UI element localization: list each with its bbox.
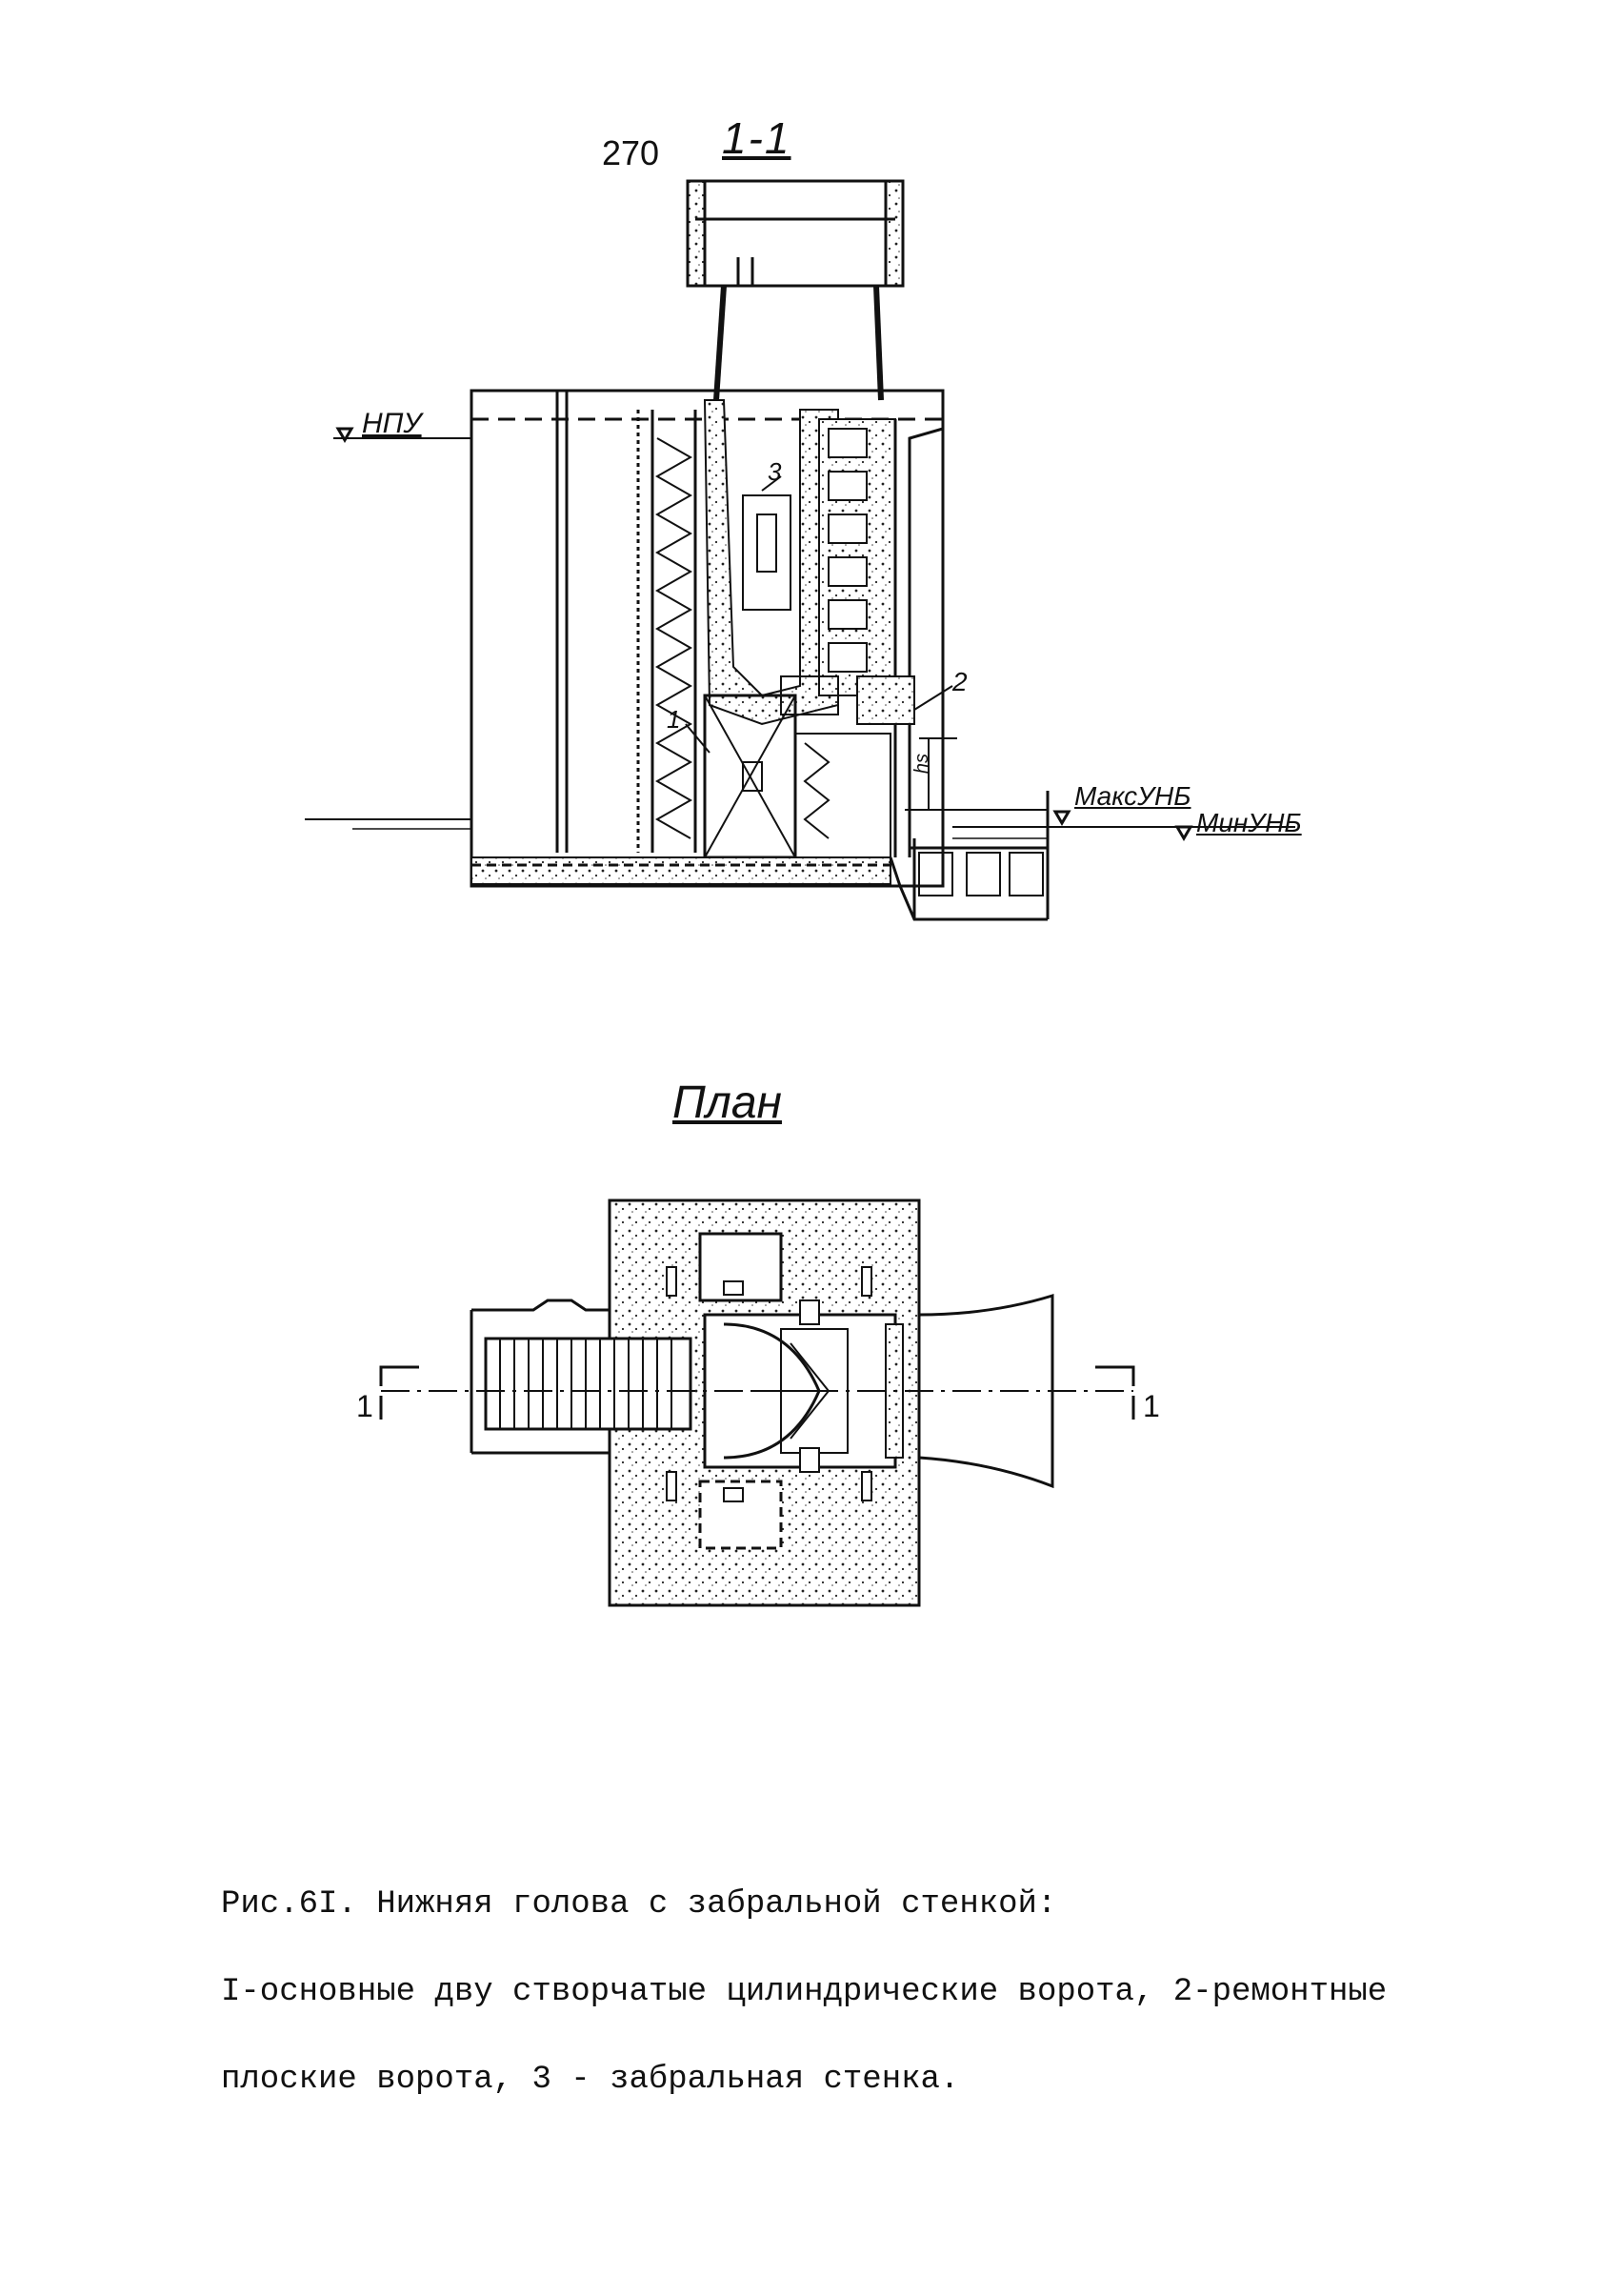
- caption-line-2: I-основные дву створчатые цилиндрические…: [221, 1974, 1388, 2010]
- gate-house: [693, 179, 897, 288]
- caption-line-3: плоские ворота, 3 - забральная стенка.: [221, 2062, 960, 2098]
- callout-three: 3: [768, 457, 782, 486]
- min-lower-level-label: МинУНБ: [1196, 808, 1302, 837]
- lock-head-section: [470, 389, 945, 888]
- max-lower-level-label: МаксУНБ: [1074, 781, 1191, 811]
- callout-one: 1: [667, 705, 681, 734]
- section-title: 1-1: [722, 113, 791, 163]
- upper-water-level-label: НПУ: [362, 408, 422, 439]
- figure-caption: Рис.6I. Нижняя голова с забральной стенк…: [221, 1839, 1459, 2145]
- callout-two: 2: [952, 667, 968, 696]
- caption-line-1: Рис.6I. Нижняя голова с забральной стенк…: [221, 1886, 1057, 1923]
- plan-drawing: [379, 1198, 1135, 1607]
- hs-dimension-label: hs: [911, 753, 933, 775]
- section-mark-left: 1: [356, 1389, 373, 1423]
- section-mark-right: 1: [1143, 1389, 1160, 1423]
- page-number: 270: [602, 133, 660, 172]
- section-1-1-drawing: [305, 179, 1295, 921]
- plan-title: План: [672, 1078, 782, 1128]
